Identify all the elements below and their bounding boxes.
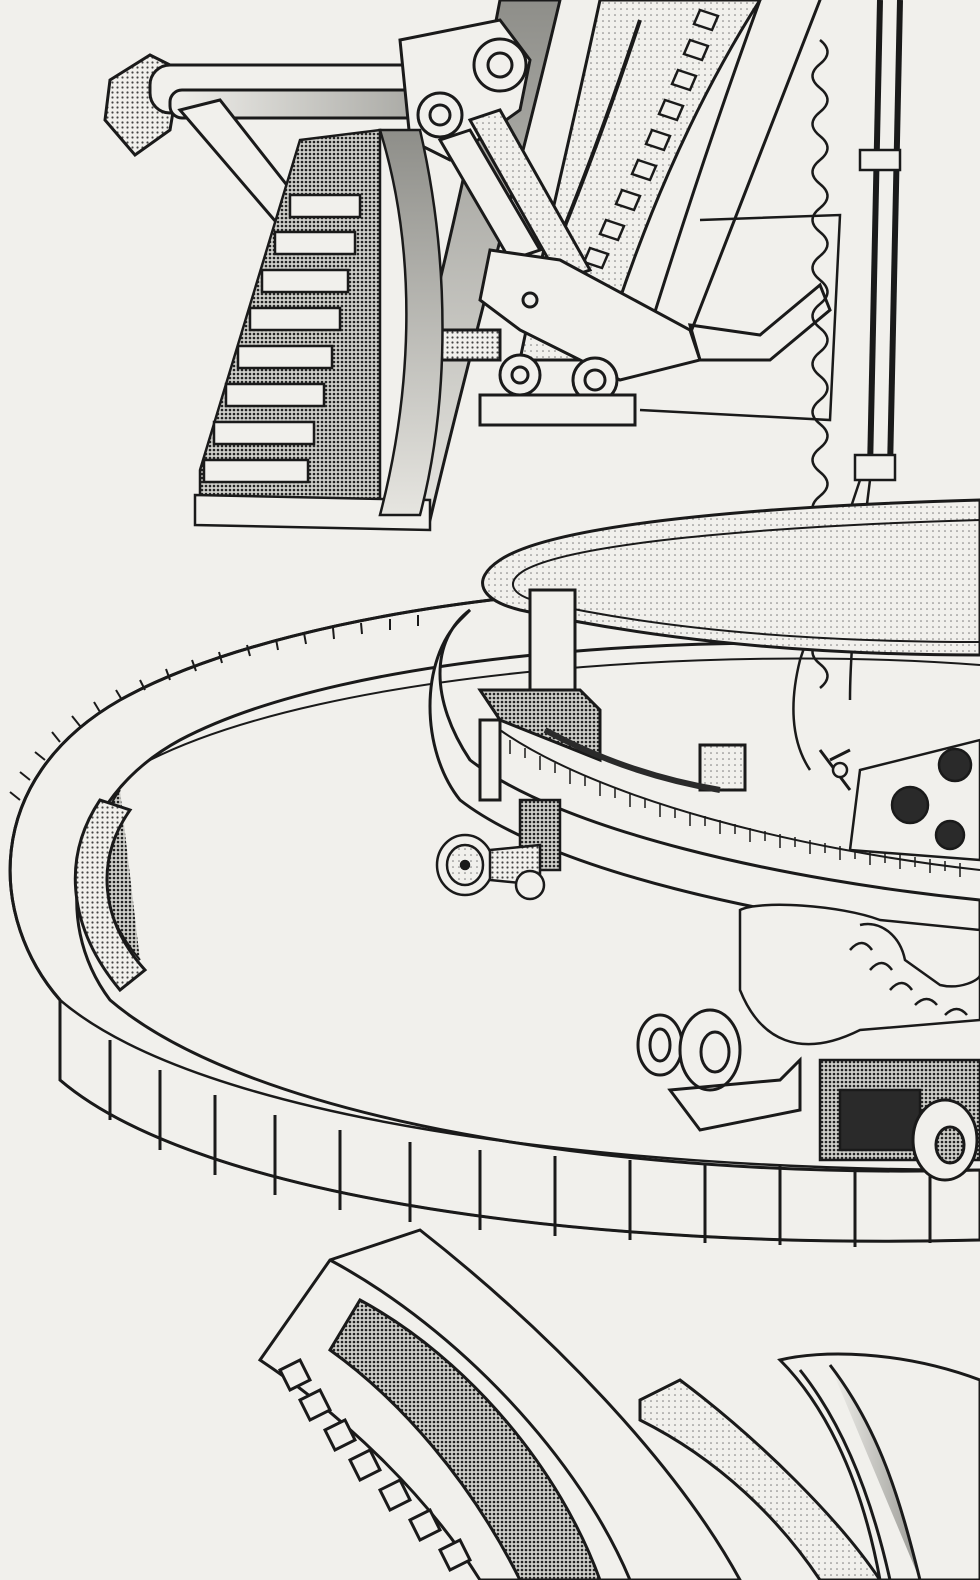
coil-cable bbox=[792, 0, 903, 771]
gauge-dial bbox=[435, 798, 562, 901]
foot bbox=[738, 903, 980, 1162]
gear-rack bbox=[553, 8, 720, 270]
stepped-bracket bbox=[193, 128, 444, 532]
roller-wheels bbox=[636, 1008, 979, 1182]
mechanical-arm bbox=[103, 18, 842, 427]
control-knobs bbox=[818, 738, 980, 862]
curved-segments bbox=[257, 1228, 980, 1580]
